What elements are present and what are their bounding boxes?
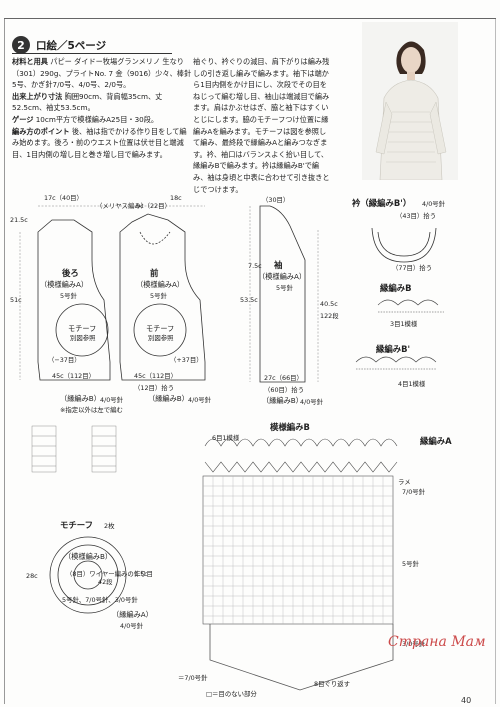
gauge-text: 10cm平方で模様編みA25目・30段。	[35, 114, 159, 124]
sleeve-label: 袖	[274, 260, 283, 270]
motif-count: 2枚	[104, 522, 115, 530]
sleeve-needle: 5号針	[276, 284, 293, 292]
dim-sleeve-c: 40.5c	[320, 300, 338, 308]
rep-2: 4目1模様	[398, 380, 426, 388]
dim-sleeve-a: 7.5c	[248, 262, 262, 270]
pattern-b-title: 模様編みB	[270, 422, 310, 432]
back-motif: モチーフ	[68, 324, 97, 333]
instructions-column-2: 袖ぐり、衿ぐりの減目、肩下がりは編み残しの引き返し編みで編みます。袖下は端から1…	[193, 57, 330, 194]
edge-a-label: 縁編みA	[420, 436, 452, 446]
back-label: 後ろ	[62, 268, 79, 278]
dim-pick: （12目）拾う	[134, 384, 175, 392]
collar-needle: 4/0号針	[422, 200, 446, 208]
dim-waist-2: （+37目）	[170, 356, 203, 364]
sleeve-sub: （模様編みA）	[258, 272, 307, 281]
edge-a-needle: 7/0号針	[402, 488, 426, 496]
rame-label: ラメ	[398, 478, 411, 486]
motif-center: （8目）ワイヤー編みの作り目	[66, 570, 153, 578]
pattern-b-rep: 6目1模様	[212, 434, 240, 442]
edge-b-sample: 縁編みB	[380, 283, 412, 293]
motif-edge-needle: 4/0号針	[120, 622, 144, 630]
dim-hem: 45c（112目）	[52, 372, 96, 380]
rep-1: 3目1模様	[390, 320, 418, 328]
dim-front-top: 18c	[170, 194, 182, 202]
front-label: 前	[150, 268, 159, 278]
dim-side-b: 51c	[10, 296, 22, 304]
dim-sleeve-hem: 27c（66目）	[264, 374, 303, 382]
motif-dim-2: 42段	[98, 578, 113, 586]
dim-side-a: 21.5c	[10, 216, 28, 224]
legend-needle: ＝7/0号針	[178, 674, 208, 682]
motif-needles: 5号針、7/0号針、3/0号針	[62, 596, 138, 604]
dim-sleeve-b: 53.5c	[240, 296, 258, 304]
chart-needle-5: 5号針	[402, 560, 419, 568]
motif-dia: 28c	[26, 572, 38, 580]
edge-b-front-needle: 4/0号針	[188, 396, 212, 404]
size-label: 出来上がり寸法	[12, 91, 63, 101]
collar-pick-a: （43目）拾う	[396, 212, 437, 220]
instructions-column-1: 材料と用具 パピー ダイドー牧場グランメリノ 生なり（301）290g、プライト…	[12, 56, 192, 160]
front-motif-sub: 別図参照	[148, 334, 174, 342]
motif-dim-1: 1.5c	[134, 570, 148, 578]
watermark: Страна Мам	[388, 634, 486, 650]
point-label: 編み方のポイント	[12, 126, 70, 136]
dim-sleeve-pick: （60目）拾う	[264, 386, 305, 394]
section-title: 口絵／5ページ	[36, 39, 107, 52]
edge-b-back-needle: 4/0号針	[100, 396, 124, 404]
back-needle: 5号針	[60, 292, 77, 300]
model-photo	[362, 22, 458, 180]
dim-sleeve-d: 122段	[320, 312, 339, 320]
point-text-start: 後、袖は指でかける作り目をして編み始めます。後ろ・前のウエスト位置は伏せ目と端減…	[12, 126, 187, 159]
edge-b-front: （縁編みB）	[148, 394, 189, 403]
dim-waist: （−37目）	[48, 356, 81, 364]
dim-front-neck: 9c（22目）	[136, 202, 171, 210]
edge-b-sleeve-needle: 4/0号針	[300, 398, 324, 406]
front-motif: モチーフ	[146, 324, 175, 333]
dim-hem-front: 45c（112目）	[134, 372, 178, 380]
back-sub: （模様編みA）	[40, 280, 89, 289]
motif-pattern: （模様編みB）	[64, 552, 113, 561]
edge-b-sleeve: （縁編みB）	[262, 396, 303, 405]
left-note: ※指定以外は左で編む	[60, 406, 123, 414]
gauge-label: ゲージ	[12, 114, 34, 124]
top-rule	[4, 18, 496, 19]
section-number: 2	[12, 36, 30, 54]
page-frame	[4, 18, 496, 704]
back-motif-sub: 別図参照	[70, 334, 96, 342]
edge-b-prime-sample: 縁編みB'	[376, 344, 411, 354]
dim-sleeve-top: （30目）	[262, 196, 290, 204]
collar-label: 衿（縁編みB'）	[352, 198, 412, 208]
header-rule	[12, 53, 172, 54]
legend-blank: □＝目のない部分	[206, 690, 257, 698]
front-sub: （模様編みA）	[136, 280, 185, 289]
materials-text: パピー ダイドー牧場グランメリノ 生なり（301）290g、プライトNo. 7 …	[12, 57, 192, 90]
collar-pick-b: （77目）拾う	[392, 264, 433, 272]
page-number: 40	[461, 696, 472, 705]
stockinette-label: （メリヤス編み）	[96, 202, 148, 210]
cast-on-note: 8目ぐり返す	[314, 680, 351, 688]
size-text: 胸囲90cm、背肩幅35cm、丈52.5cm、袖丈53.5cm。	[12, 91, 163, 113]
dim-back-top: 17c（40目）	[44, 194, 83, 202]
edge-b-back: （縁編みB）	[60, 394, 101, 403]
front-needle: 5号針	[150, 292, 167, 300]
section-header: 2 口絵／5ページ	[12, 36, 106, 54]
materials-label: 材料と用具	[12, 57, 48, 66]
motif-edge: （縁編みA）	[112, 610, 153, 619]
motif-title: モチーフ	[60, 520, 93, 530]
chart-needle-3: 3/0号針	[402, 640, 426, 648]
